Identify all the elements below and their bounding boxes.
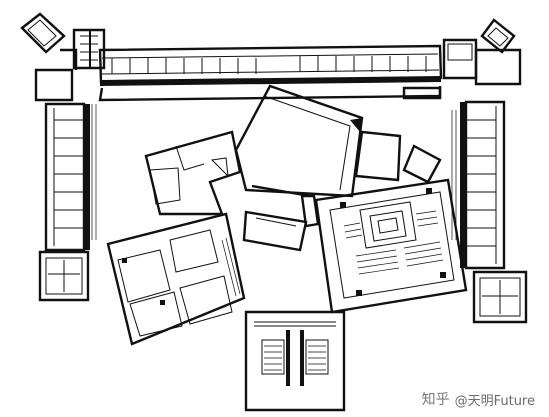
- central-faceted-block: [234, 84, 364, 198]
- east-wing: [451, 100, 528, 324]
- zhihu-logo: 知乎: [421, 392, 450, 408]
- northeast-corner-block: [402, 18, 522, 100]
- western-building: [144, 130, 242, 216]
- lecture-hall: [300, 178, 468, 314]
- connector-passage: [242, 184, 311, 252]
- northwest-corner-block: [20, 12, 106, 102]
- author-handle: @天明Future: [454, 393, 535, 409]
- southwest-building: [106, 212, 246, 346]
- north-wing: [98, 44, 443, 102]
- south-block: [244, 310, 346, 412]
- upper-right-pavilions: [354, 130, 442, 184]
- watermark: 知乎 @天明Future: [422, 389, 535, 409]
- west-wing: [38, 102, 97, 302]
